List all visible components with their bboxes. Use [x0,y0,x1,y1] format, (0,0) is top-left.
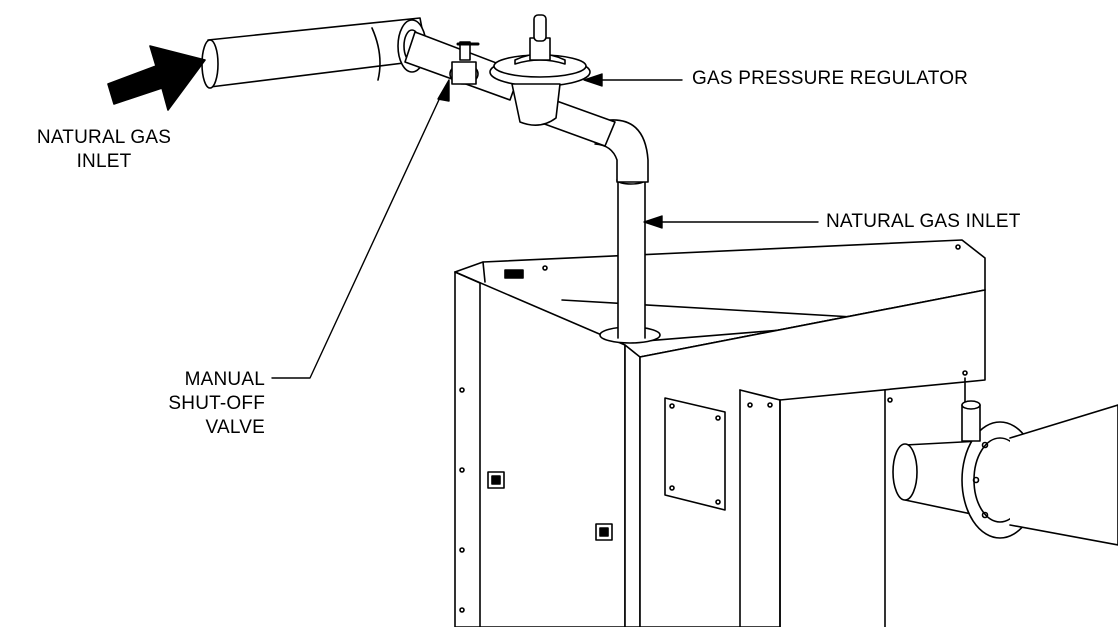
natural-gas-inlet-left-line-2: INLET [76,151,132,172]
shutoff-valve [449,41,480,85]
leader-lines [271,73,819,379]
outlet-flange [892,400,1118,546]
manual-shutoff-line-1: MANUAL [184,369,265,390]
pressure-regulator [489,14,591,126]
heater-cabinet [454,239,986,627]
manual-shutoff-line-2: SHUT-OFF [168,393,265,414]
manual-shutoff-valve-label: MANUAL SHUT-OFF VALVE [130,368,265,440]
manual-shutoff-line-3: VALVE [205,417,265,438]
natural-gas-inlet-right-text: NATURAL GAS INLET [826,211,1021,232]
natural-gas-inlet-label-left: NATURAL GAS INLET [8,126,200,174]
natural-gas-inlet-label-right: NATURAL GAS INLET [826,210,1021,234]
natural-gas-inlet-left-line-1: NATURAL GAS [36,127,172,148]
gas-pressure-regulator-label: GAS PRESSURE REGULATOR [692,67,968,91]
inlet-arrow [107,45,206,111]
gas-pressure-regulator-text: GAS PRESSURE REGULATOR [692,68,969,89]
